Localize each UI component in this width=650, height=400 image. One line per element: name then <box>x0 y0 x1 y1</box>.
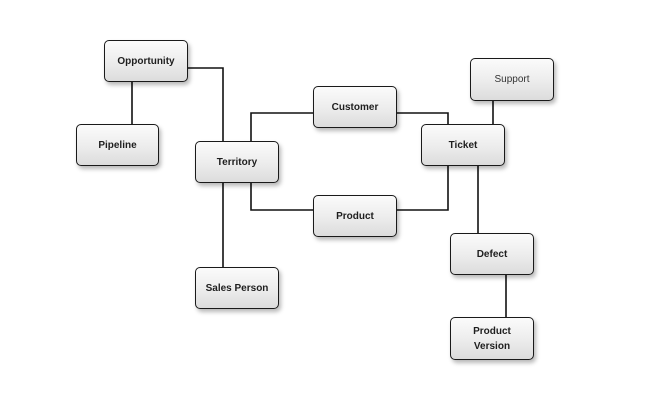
edge-territory-product <box>250 183 313 211</box>
product-node[interactable]: Product <box>313 195 397 237</box>
customer-node[interactable]: Customer <box>313 86 397 128</box>
edge-territory-customer <box>250 112 313 141</box>
defect-node[interactable]: Defect <box>450 233 534 275</box>
territory-node[interactable]: Territory <box>195 141 279 183</box>
edge-opportunity-territory <box>188 67 224 141</box>
pipeline-node[interactable]: Pipeline <box>76 124 159 166</box>
sales-person-node[interactable]: Sales Person <box>195 267 279 309</box>
opportunity-node[interactable]: Opportunity <box>104 40 188 82</box>
edge-customer-ticket <box>397 112 449 124</box>
support-node[interactable]: Support <box>470 58 554 101</box>
ticket-node[interactable]: Ticket <box>421 124 505 166</box>
product-version-node[interactable]: Product Version <box>450 317 534 360</box>
edge-product-ticket <box>397 166 449 211</box>
